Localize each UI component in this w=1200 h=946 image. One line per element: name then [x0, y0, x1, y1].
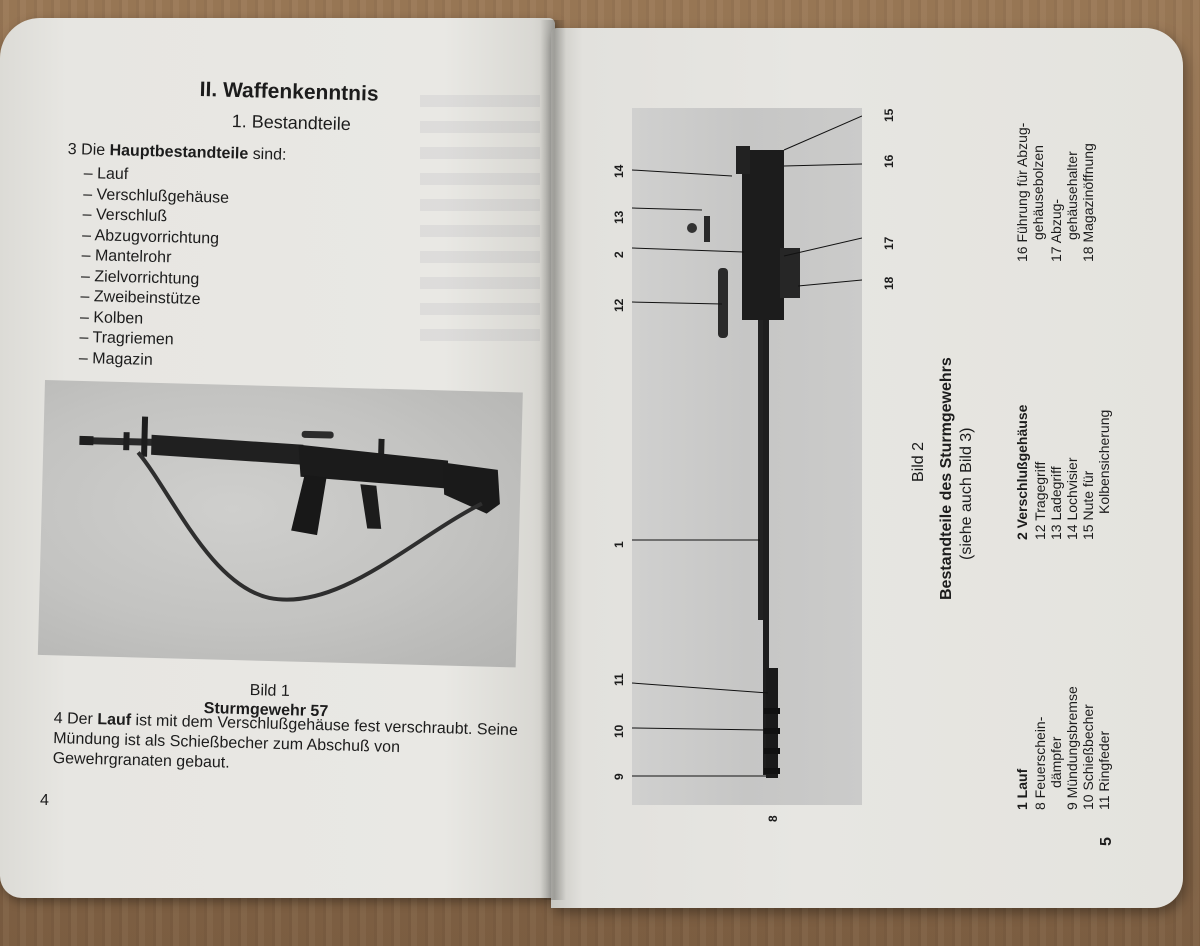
callout-label: 17	[882, 236, 896, 250]
callout-label: 16	[882, 154, 896, 168]
rifle-photo	[37, 380, 523, 668]
list-item: – Magazin	[78, 349, 153, 369]
paragraph-4: 4 Der Lauf ist mit dem Verschlußgehäuse …	[52, 709, 523, 781]
para-text-post: sind:	[252, 145, 287, 164]
legend-item: 11 Ringfeder	[1096, 730, 1112, 810]
legend-item: 14 Lochvisier	[1064, 457, 1080, 541]
callout-label: 13	[612, 210, 626, 224]
legend-item: gehäusehalter	[1064, 151, 1080, 240]
callout-label: 12	[612, 298, 626, 312]
para-number: 4	[53, 709, 63, 728]
legend-item: 2 Verschlußgehäuse	[1014, 404, 1030, 540]
rifle-illustration	[79, 416, 500, 602]
para-text-pre: Die	[80, 141, 106, 159]
callout-label: 2	[612, 251, 626, 258]
para-number: 3	[67, 141, 77, 159]
callout-label: 11	[612, 673, 626, 686]
rifle-parts-photo	[631, 108, 863, 805]
callout-label: 8	[766, 815, 780, 822]
components-list: – Lauf – Verschlußgehäuse – Verschluß – …	[79, 164, 230, 373]
callout-label: 10	[612, 724, 626, 738]
legend-item: 16 Führung für Abzug-	[1014, 122, 1030, 262]
callout-label: 14	[612, 164, 626, 178]
figure-2-subtitle: (siehe auch Bild 3)	[958, 427, 975, 560]
legend-item: dämpfer	[1048, 736, 1064, 788]
para-text-bold: Hauptbestandteile	[109, 142, 249, 163]
figure-1-label: Bild 1	[249, 682, 291, 701]
page-number-right: 5	[1098, 837, 1115, 846]
legend-item: 18 Magazinöffnung	[1080, 143, 1096, 262]
subsection-heading: 1. Bestandteile	[231, 111, 352, 135]
legend-item: Kolbensicherung	[1096, 409, 1112, 514]
para-text-pre: Der	[66, 710, 94, 729]
legend-item: 1 Lauf	[1014, 768, 1030, 810]
para-text-bold: Lauf	[97, 711, 132, 730]
page-number-left: 4	[40, 792, 49, 809]
figure-2-title: Bestandteile des Sturmgewehrs	[938, 357, 955, 600]
legend-item: 9 Mündungsbremse	[1064, 686, 1080, 810]
legend-item: gehäusebolzen	[1030, 145, 1046, 240]
bleed-through-shadow	[420, 95, 540, 355]
legend-item: 13 Ladegriff	[1048, 466, 1064, 540]
legend-item: 10 Schießbecher	[1080, 704, 1096, 810]
book-gutter	[540, 20, 566, 900]
callout-label: 15	[882, 108, 896, 122]
section-heading: II. Waffenkenntnis	[199, 78, 379, 106]
figure-2-label: Bild 2	[910, 441, 927, 482]
rifle-vertical-illustration	[631, 115, 863, 778]
callout-label: 18	[882, 276, 896, 290]
callout-label: 9	[612, 773, 626, 780]
legend-item: 12 Tragegriff	[1032, 461, 1048, 540]
legend-item: 15 Nute für	[1080, 470, 1096, 540]
callout-label: 1	[612, 541, 626, 548]
legend-item: 17 Abzug-	[1048, 198, 1064, 262]
legend-item: 8 Feuerschein-	[1032, 716, 1048, 810]
